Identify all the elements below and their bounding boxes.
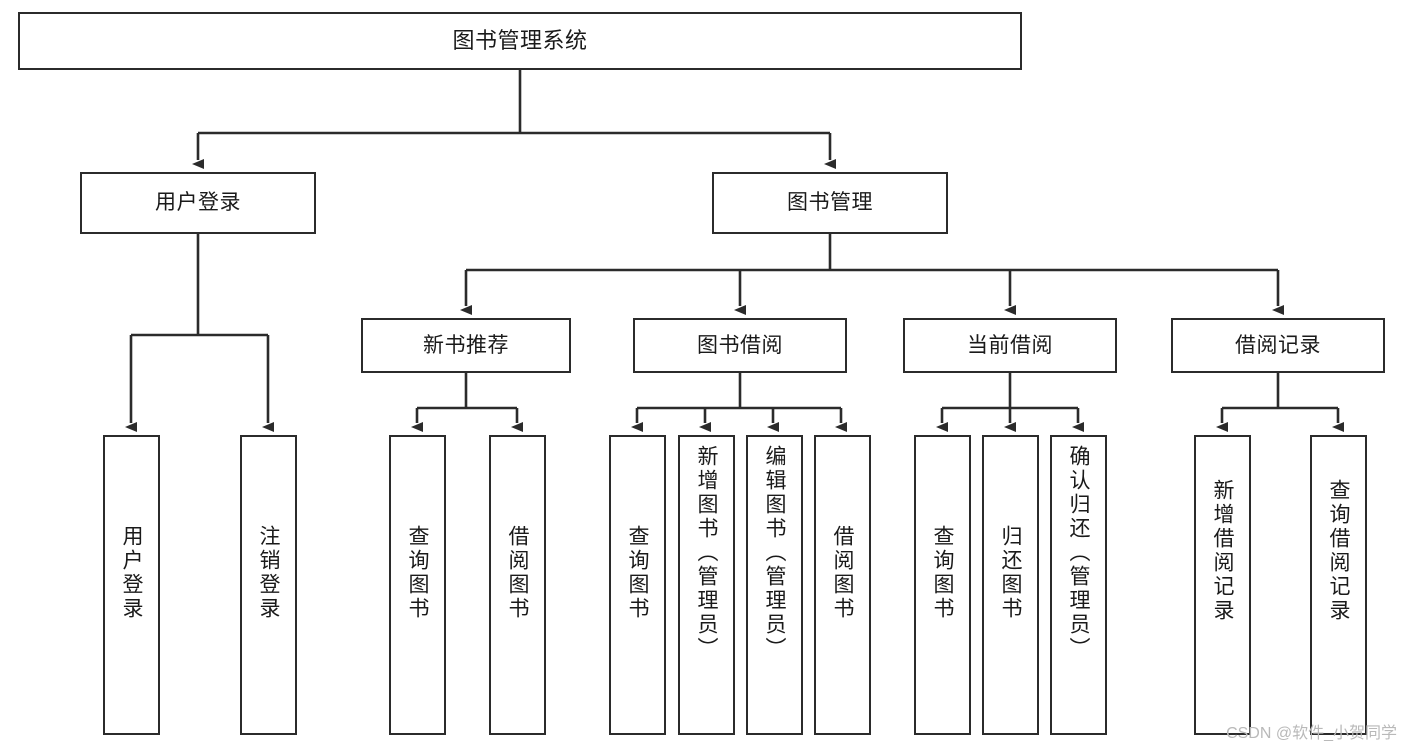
leaf-add-record-label: 新增借阅记录 bbox=[1211, 479, 1234, 623]
leaf-query-book-1-label: 查询图书 bbox=[406, 525, 429, 621]
leaf-logout-login-label: 注销登录 bbox=[257, 525, 280, 621]
node-user-login-label: 用户登录 bbox=[155, 191, 241, 215]
node-book-management[interactable]: 图书管理 bbox=[712, 172, 948, 234]
node-root-label: 图书管理系统 bbox=[452, 27, 588, 53]
leaf-query-record[interactable]: 查询借阅记录 bbox=[1310, 435, 1367, 735]
leaf-return-book[interactable]: 归还图书 bbox=[982, 435, 1039, 735]
node-borrow-record[interactable]: 借阅记录 bbox=[1171, 318, 1385, 373]
node-new-book-recommend-label: 新书推荐 bbox=[423, 333, 509, 357]
leaf-user-login-label: 用户登录 bbox=[120, 525, 143, 621]
node-new-book-recommend[interactable]: 新书推荐 bbox=[361, 318, 571, 373]
node-root[interactable]: 图书管理系统 bbox=[18, 12, 1022, 70]
leaf-add-book[interactable]: 新增图书（管理员） bbox=[678, 435, 735, 735]
leaf-edit-book-label: 编辑图书（管理员） bbox=[763, 445, 786, 661]
watermark: CSDN @软件_小贺同学 bbox=[1226, 725, 1397, 742]
node-book-borrow-label: 图书借阅 bbox=[697, 333, 783, 357]
node-current-borrow[interactable]: 当前借阅 bbox=[903, 318, 1117, 373]
leaf-borrow-book-1-label: 借阅图书 bbox=[506, 525, 529, 621]
leaf-query-book-3-label: 查询图书 bbox=[931, 525, 954, 621]
node-user-login[interactable]: 用户登录 bbox=[80, 172, 316, 234]
node-book-management-label: 图书管理 bbox=[787, 191, 873, 215]
leaf-logout-login[interactable]: 注销登录 bbox=[240, 435, 297, 735]
leaf-query-book-3[interactable]: 查询图书 bbox=[914, 435, 971, 735]
leaf-confirm-return[interactable]: 确认归还（管理员） bbox=[1050, 435, 1107, 735]
leaf-borrow-book-1[interactable]: 借阅图书 bbox=[489, 435, 546, 735]
leaf-add-book-label: 新增图书（管理员） bbox=[695, 445, 718, 661]
leaf-query-book-2[interactable]: 查询图书 bbox=[609, 435, 666, 735]
leaf-query-record-label: 查询借阅记录 bbox=[1327, 479, 1350, 623]
leaf-edit-book[interactable]: 编辑图书（管理员） bbox=[746, 435, 803, 735]
leaf-return-book-label: 归还图书 bbox=[999, 525, 1022, 621]
leaf-borrow-book-2-label: 借阅图书 bbox=[831, 525, 854, 621]
leaf-borrow-book-2[interactable]: 借阅图书 bbox=[814, 435, 871, 735]
leaf-query-book-1[interactable]: 查询图书 bbox=[389, 435, 446, 735]
node-book-borrow[interactable]: 图书借阅 bbox=[633, 318, 847, 373]
leaf-confirm-return-label: 确认归还（管理员） bbox=[1067, 445, 1090, 661]
node-current-borrow-label: 当前借阅 bbox=[967, 333, 1053, 357]
leaf-add-record[interactable]: 新增借阅记录 bbox=[1194, 435, 1251, 735]
leaf-query-book-2-label: 查询图书 bbox=[626, 525, 649, 621]
node-borrow-record-label: 借阅记录 bbox=[1235, 333, 1321, 357]
leaf-user-login[interactable]: 用户登录 bbox=[103, 435, 160, 735]
